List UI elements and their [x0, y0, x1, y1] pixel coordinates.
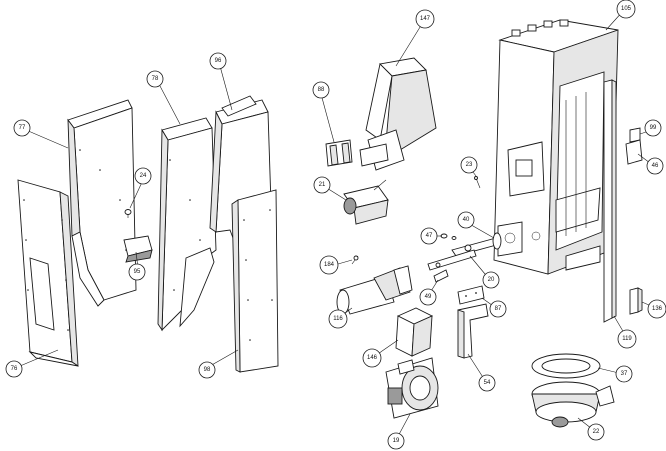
- side-plate-119: [603, 79, 617, 323]
- callout-47: 47: [420, 227, 438, 245]
- callout-136: 136: [647, 299, 666, 319]
- svg-text:49: 49: [425, 294, 432, 300]
- callout-87: 87: [489, 300, 507, 318]
- callout-146: 146: [362, 348, 382, 368]
- housing-146: [395, 307, 434, 357]
- side-panel-98: [231, 189, 279, 373]
- callout-184: 184: [319, 255, 339, 275]
- callout-24: 24: [134, 167, 152, 185]
- callout-20: 20: [482, 271, 500, 289]
- callout-116: 116: [328, 309, 348, 329]
- side-panel-77: [67, 99, 137, 307]
- bracket-136: [629, 287, 643, 315]
- callout-77: 77: [13, 119, 31, 137]
- angle-bracket-54: [457, 303, 489, 359]
- svg-text:96: 96: [215, 58, 222, 64]
- bracket-46: [625, 139, 643, 165]
- svg-text:119: 119: [622, 336, 632, 342]
- svg-text:76: 76: [11, 366, 18, 372]
- callout-76: 76: [5, 360, 23, 378]
- svg-text:78: 78: [152, 76, 159, 82]
- svg-text:47: 47: [426, 233, 433, 239]
- callout-119: 119: [617, 329, 637, 349]
- svg-text:19: 19: [393, 438, 400, 444]
- callout-21: 21: [313, 176, 331, 194]
- motor-21: [343, 179, 389, 225]
- nozzle-47: [440, 233, 457, 240]
- svg-text:184: 184: [324, 262, 335, 268]
- svg-text:22: 22: [593, 429, 600, 435]
- plate-87: [457, 285, 485, 305]
- bracket-99: [629, 127, 641, 143]
- burner-tube-40: [451, 232, 502, 257]
- svg-text:136: 136: [652, 306, 663, 312]
- bracket-49: [433, 269, 449, 283]
- electrode-20: [427, 249, 477, 271]
- callout-54: 54: [478, 374, 496, 392]
- svg-text:146: 146: [367, 355, 378, 361]
- callout-49: 49: [419, 288, 437, 306]
- callout-23: 23: [460, 156, 478, 174]
- callout-95: 95: [128, 263, 146, 281]
- callout-40: 40: [457, 211, 475, 229]
- svg-text:77: 77: [19, 125, 26, 131]
- svg-text:21: 21: [319, 182, 326, 188]
- pin-23: [474, 176, 481, 189]
- svg-text:24: 24: [140, 173, 147, 179]
- svg-text:87: 87: [495, 306, 502, 312]
- air-duct-116: [336, 265, 413, 315]
- svg-text:88: 88: [318, 87, 325, 93]
- blower-19: [385, 357, 439, 419]
- callout-88: 88: [312, 81, 330, 99]
- callout-98: 98: [198, 361, 216, 379]
- side-panel-78: [157, 117, 217, 332]
- svg-text:95: 95: [134, 269, 141, 275]
- callout-96: 96: [209, 52, 227, 70]
- svg-text:20: 20: [488, 277, 495, 283]
- callout-22: 22: [587, 423, 605, 441]
- screw-24: [124, 209, 132, 218]
- callout-99: 99: [644, 119, 662, 137]
- control-housing-147: [359, 57, 437, 171]
- svg-text:99: 99: [650, 125, 657, 131]
- svg-text:116: 116: [333, 316, 343, 322]
- gasket-ring-37: [531, 353, 601, 379]
- bracket-88: [325, 139, 353, 167]
- clip-184: [351, 255, 359, 265]
- burner-head-22: [531, 381, 615, 428]
- callout-19: 19: [387, 432, 405, 450]
- callout-37: 37: [615, 365, 633, 383]
- bracket-95: [123, 235, 153, 263]
- svg-text:147: 147: [420, 16, 431, 22]
- main-cabinet-105: [493, 19, 619, 275]
- svg-text:98: 98: [204, 367, 211, 373]
- svg-text:23: 23: [466, 162, 473, 168]
- svg-text:54: 54: [484, 380, 491, 386]
- svg-text:37: 37: [621, 371, 628, 377]
- svg-text:46: 46: [652, 163, 659, 169]
- svg-text:40: 40: [463, 217, 470, 223]
- callout-147: 147: [415, 9, 435, 29]
- svg-text:105: 105: [621, 6, 632, 12]
- callout-78: 78: [146, 70, 164, 88]
- callout-46: 46: [646, 157, 664, 175]
- callout-105: 105: [616, 0, 636, 19]
- side-panel-76: [17, 179, 79, 367]
